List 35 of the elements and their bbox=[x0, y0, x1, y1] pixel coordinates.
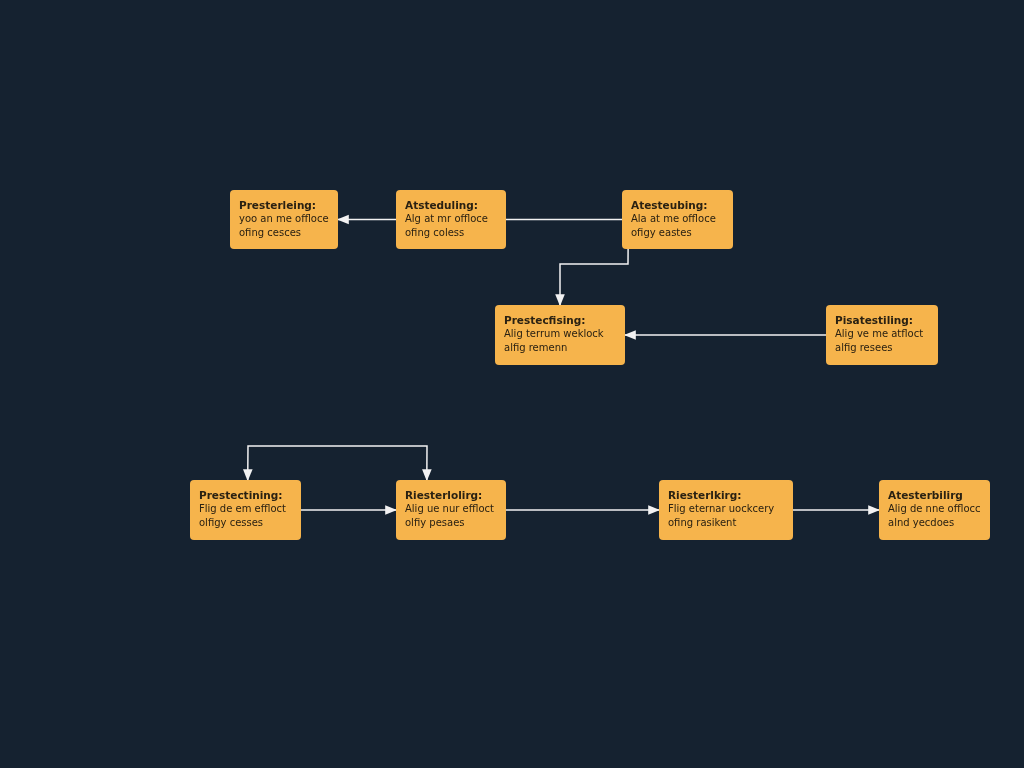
box-description: Alig terrum weklock alfig remenn bbox=[504, 327, 605, 355]
box-title: Riesterlkirg: bbox=[668, 488, 743, 502]
process-box bbox=[879, 480, 990, 540]
box-description: Ala at me offloce ofigy eastes bbox=[631, 212, 717, 240]
process-box bbox=[396, 480, 506, 540]
box-description: Alig ue nur effloct olfiy pesaes bbox=[405, 502, 495, 530]
arrow bbox=[792, 505, 881, 515]
process-box bbox=[495, 305, 625, 365]
box-description: Flig de em effloct olfigy cesses bbox=[199, 502, 287, 530]
arrow bbox=[243, 445, 432, 482]
box-title: Atesterbilirg bbox=[888, 488, 964, 502]
arrow bbox=[623, 330, 827, 340]
process-box bbox=[396, 190, 506, 249]
box-description: Alig de nne offlocc alnd yecdoes bbox=[888, 502, 982, 530]
box-title: Riesterlolirg: bbox=[405, 488, 484, 502]
box-title: Prestectining: bbox=[199, 488, 284, 502]
box-description: Flig eternar uockcery ofing rasikent bbox=[668, 502, 776, 530]
box-title: Atesteubing: bbox=[631, 198, 709, 212]
process-box bbox=[230, 190, 338, 249]
arrow bbox=[336, 214, 397, 225]
box-title: Atsteduling: bbox=[405, 198, 479, 212]
box-title: Prestecfising: bbox=[504, 313, 587, 327]
process-box bbox=[622, 190, 733, 249]
process-box bbox=[190, 480, 301, 540]
process-box bbox=[826, 305, 938, 365]
connector-line bbox=[505, 218, 623, 221]
box-description: Alg at mr offloce ofing coless bbox=[405, 212, 489, 240]
arrow bbox=[555, 248, 629, 307]
box-description: Alig ve me atfloct alfig resees bbox=[835, 327, 925, 355]
box-title: Pisatestiling: bbox=[835, 313, 915, 327]
box-title: Presterleing: bbox=[239, 198, 318, 212]
process-box bbox=[659, 480, 793, 540]
arrow bbox=[505, 505, 661, 515]
arrow bbox=[300, 505, 398, 515]
box-description: yoo an me offloce ofing cesces bbox=[239, 212, 330, 240]
